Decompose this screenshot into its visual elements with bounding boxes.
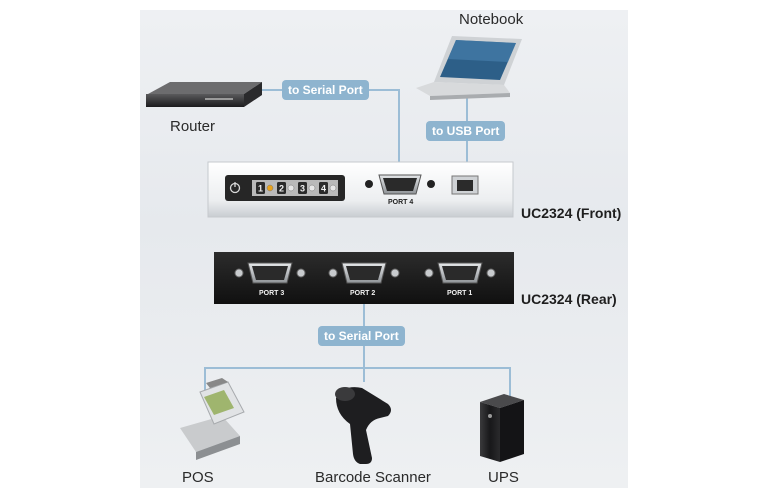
peripheral-bus-line	[204, 367, 511, 397]
pos-image	[180, 378, 245, 460]
led-indicator-1	[266, 184, 274, 192]
router-to-port4-line	[258, 89, 400, 173]
notebook-label: Notebook	[459, 11, 524, 28]
rear-port-3-label: PORT 3	[259, 290, 285, 297]
rear-port-1-label: PORT 1	[447, 290, 473, 297]
led-number-1: 1	[258, 184, 263, 194]
led-number-box-4	[319, 182, 328, 194]
notebook-connection-tag: to USB Port	[426, 121, 506, 141]
notebook-image	[416, 36, 522, 100]
led-indicator-3	[308, 184, 316, 192]
ups-image	[480, 394, 524, 462]
front-port-4-label: PORT 4	[388, 199, 414, 206]
router-connection-tag: to Serial Port	[282, 80, 369, 100]
front-led-group: 1 2 3 4	[256, 182, 337, 194]
front-unit-label: UC2324 (Front)	[521, 205, 622, 221]
uc2324-front-panel	[207, 161, 514, 218]
router-image	[146, 82, 262, 107]
led-number-box-1	[256, 182, 265, 194]
rear-serial-connector-3	[424, 262, 496, 284]
rear-connection-tag: to Serial Port	[318, 326, 405, 346]
led-indicator-2	[287, 184, 295, 192]
led-number-box-3	[298, 182, 307, 194]
barcode-scanner-image	[335, 387, 391, 464]
led-number-4: 4	[321, 184, 326, 194]
led-number-2: 2	[279, 184, 284, 194]
barcode-scanner-label: Barcode Scanner	[315, 469, 431, 486]
rear-port-2-label: PORT 2	[350, 290, 376, 297]
rear-port-group	[234, 262, 496, 284]
rear-serial-connector-2	[328, 262, 400, 284]
rear-serial-connector-1	[234, 262, 306, 284]
ups-label: UPS	[488, 469, 519, 486]
router-label: Router	[170, 118, 216, 135]
led-indicator-4	[329, 184, 337, 192]
led-number-3: 3	[300, 184, 305, 194]
rear-unit-label: UC2324 (Rear)	[521, 291, 617, 307]
pos-label: POS	[182, 469, 214, 486]
led-number-box-2	[277, 182, 286, 194]
